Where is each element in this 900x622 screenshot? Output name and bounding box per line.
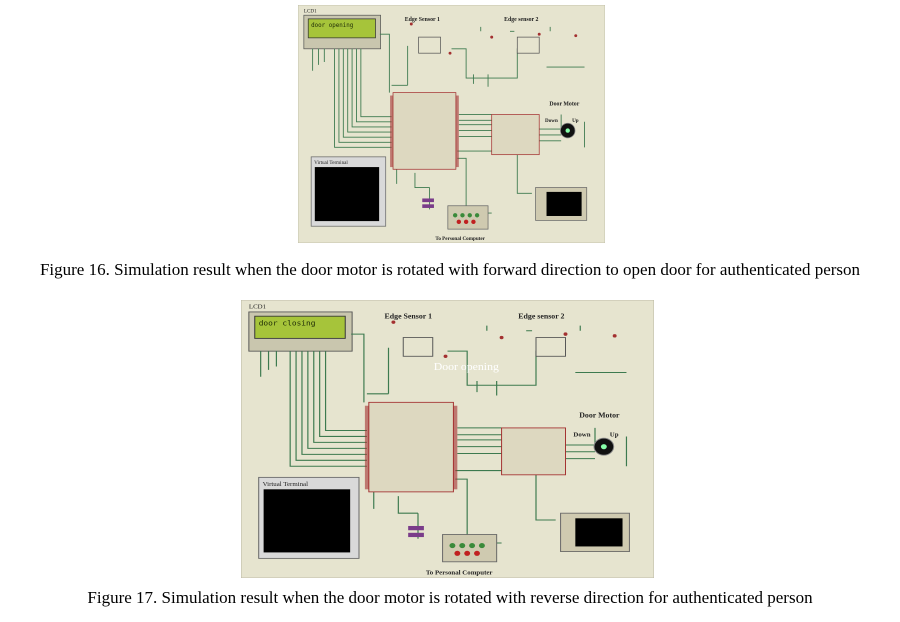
up-label: Up <box>610 432 619 438</box>
edge-sensor-2-label: Edge sensor 2 <box>518 312 565 320</box>
motor-driver-chip <box>501 427 566 476</box>
door-motor-label: Door Motor <box>549 102 579 108</box>
figure-17-caption: Figure 17. Simulation result when the do… <box>87 588 813 607</box>
microcontroller-chip <box>368 401 454 493</box>
to-pc-label: To Personal Computer <box>435 236 485 242</box>
virtual-terminal-screen <box>314 167 380 222</box>
edge-sensor-1-label: Edge Sensor 1 <box>405 17 440 23</box>
serial-connector <box>447 205 489 230</box>
lcd-display-text: door opening <box>311 23 353 29</box>
up-label: Up <box>572 118 579 124</box>
figure-17-schematic: LCD1 door closing Edge Sensor 1 Edge sen… <box>241 300 654 578</box>
edge-sensor-2-label: Edge sensor 2 <box>504 17 538 23</box>
virtual-terminal-title: Virtual Terminal <box>263 481 309 487</box>
down-label: Down <box>545 118 558 124</box>
serial-connector <box>442 534 498 563</box>
edge-sensor-1-label: Edge Sensor 1 <box>385 312 433 320</box>
door-motor-label: Door Motor <box>579 411 620 419</box>
door-opening-overlay: Door opening <box>434 362 500 373</box>
figure-16-caption: Figure 16. Simulation result when the do… <box>39 260 861 279</box>
motor-driver-chip <box>491 114 540 156</box>
virtual-terminal-screen <box>263 489 351 553</box>
microcontroller-chip <box>392 92 457 170</box>
lcd-display-text: door closing <box>259 319 316 327</box>
lcd-ref: LCD1 <box>304 8 317 14</box>
figure-16-schematic: LCD1 door opening Edge Sensor 1 Edge sen… <box>298 5 605 243</box>
to-pc-label: To Personal Computer <box>426 570 493 576</box>
virtual-terminal-title: Virtual Terminal <box>314 160 348 166</box>
down-label: Down <box>573 432 591 438</box>
lcd-ref: LCD1 <box>249 304 266 310</box>
